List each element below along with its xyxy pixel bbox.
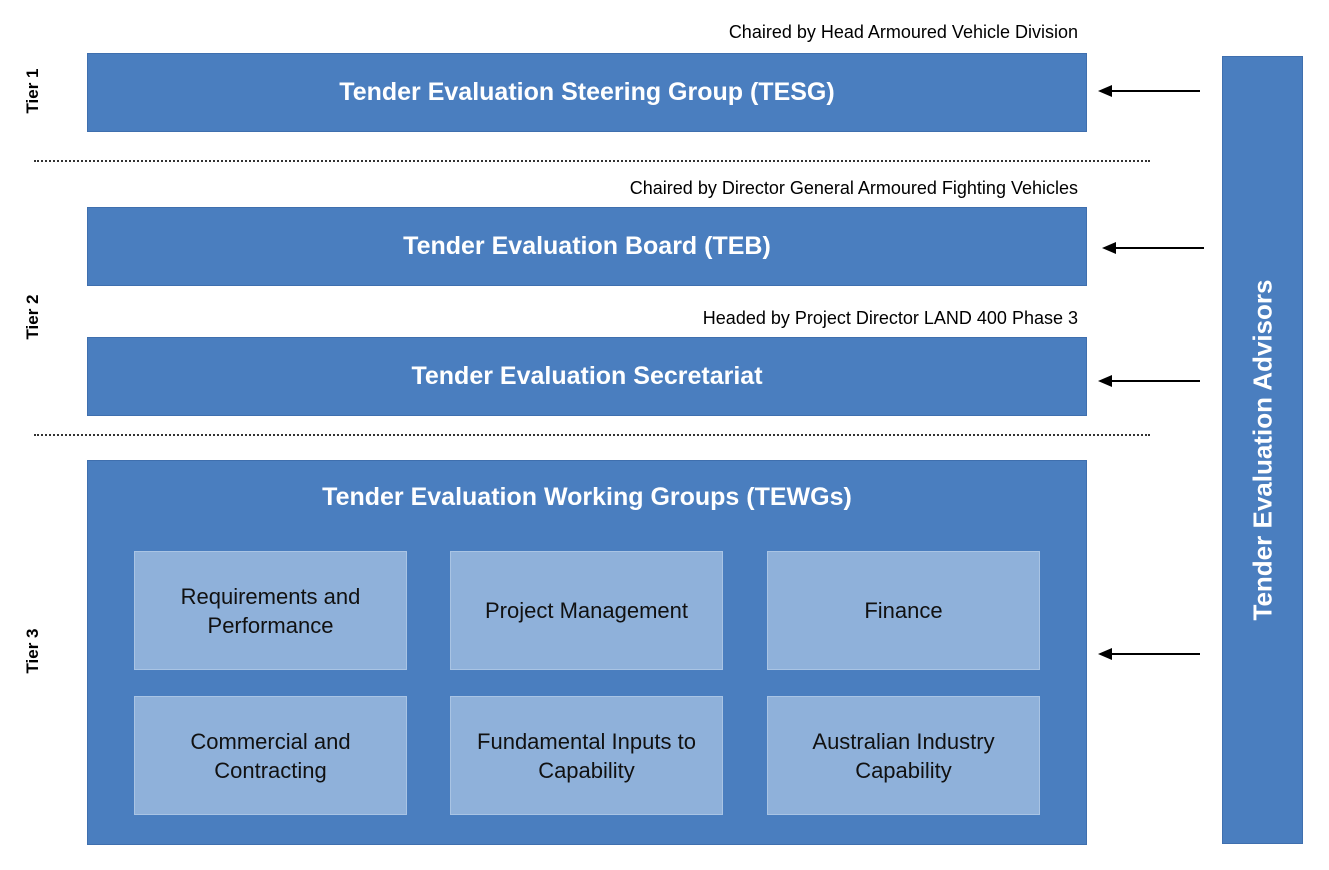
working-group-box: Commercial and Contracting: [134, 696, 407, 815]
tesg-box: Tender Evaluation Steering Group (TESG): [87, 53, 1087, 132]
arrow-left-icon: [1102, 242, 1204, 254]
tier-1-label: Tier 1: [23, 68, 42, 114]
working-group-box: Fundamental Inputs to Capability: [450, 696, 723, 815]
tesg-title: Tender Evaluation Steering Group (TESG): [339, 78, 835, 106]
secretariat-title: Tender Evaluation Secretariat: [411, 362, 763, 390]
secretariat-box: Tender Evaluation Secretariat: [87, 337, 1087, 416]
teb-title: Tender Evaluation Board (TEB): [403, 232, 771, 260]
teb-box: Tender Evaluation Board (TEB): [87, 207, 1087, 286]
tier-3-label: Tier 3: [23, 628, 42, 674]
tier-2-label: Tier 2: [23, 294, 42, 340]
advisors-label: Tender Evaluation Advisors: [1247, 279, 1277, 621]
working-group-box: Australian Industry Capability: [767, 696, 1040, 815]
arrow-left-icon: [1098, 85, 1200, 97]
arrow-left-icon: [1098, 648, 1200, 660]
tesg-chair-caption: Chaired by Head Armoured Vehicle Divisio…: [728, 22, 1078, 42]
tewg-title: Tender Evaluation Working Groups (TEWGs): [322, 483, 852, 511]
working-group-box: Project Management: [450, 551, 723, 670]
tier-divider-1: [34, 160, 1150, 162]
tier-divider-2: [34, 434, 1150, 436]
working-group-box: Requirements and Performance: [134, 551, 407, 670]
secretariat-head-caption: Headed by Project Director LAND 400 Phas…: [702, 308, 1078, 328]
advisors-box: Tender Evaluation Advisors: [1222, 56, 1303, 844]
teb-chair-caption: Chaired by Director General Armoured Fig…: [629, 178, 1078, 198]
arrow-left-icon: [1098, 375, 1200, 387]
working-group-box: Finance: [767, 551, 1040, 670]
